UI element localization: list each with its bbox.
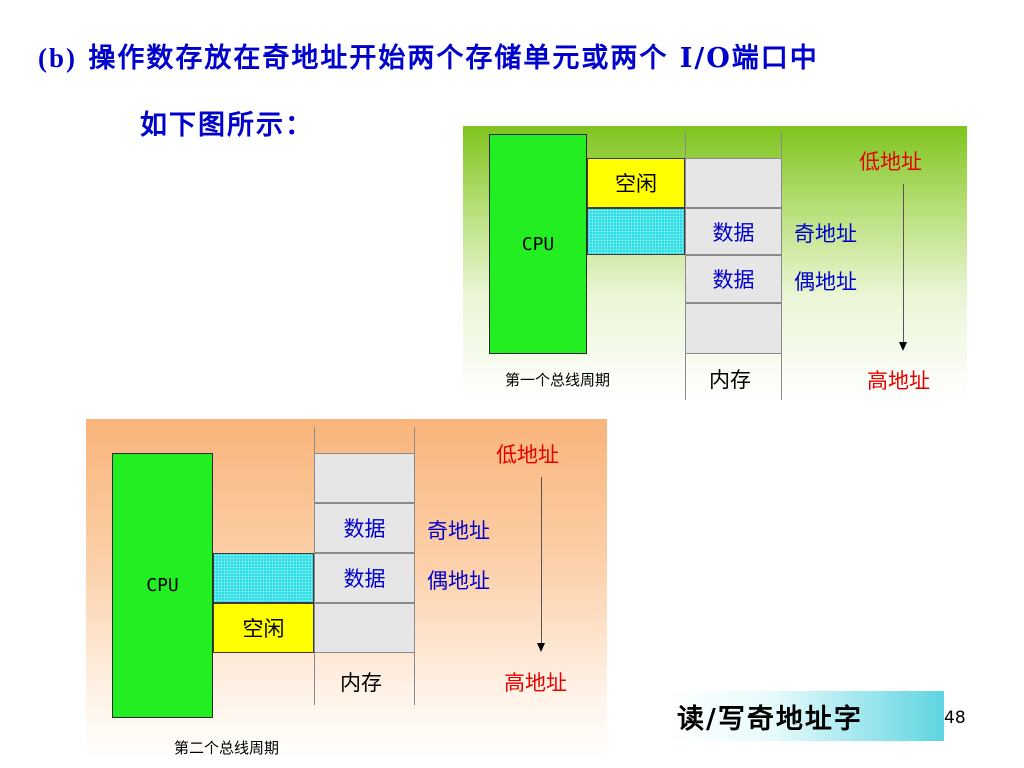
low-address-label: 低地址 xyxy=(496,443,559,467)
low-address-label: 低地址 xyxy=(859,150,922,174)
heading-lead: (b) xyxy=(38,43,77,73)
data-bus-odd xyxy=(587,208,685,255)
memory-label: 内存 xyxy=(340,671,382,695)
even-address-label: 偶地址 xyxy=(427,569,490,593)
odd-address-label: 奇地址 xyxy=(794,222,857,246)
even-address-label: 偶地址 xyxy=(794,270,857,294)
memory-cell-empty-top xyxy=(685,158,782,208)
high-address-label: 高地址 xyxy=(867,369,930,393)
address-direction-arrow-line xyxy=(903,184,904,344)
data-bus-odd xyxy=(213,553,314,603)
bus-cycle-caption: 第一个总线周期 xyxy=(505,371,611,389)
bus-cycle-caption: 第二个总线周期 xyxy=(174,739,280,757)
memory-label: 内存 xyxy=(709,368,751,392)
page-number: 48 xyxy=(944,708,966,728)
memory-cell-data-even: 数据 xyxy=(314,553,415,603)
down-arrow-icon xyxy=(899,342,907,351)
read-write-odd-word-label: 读/写奇地址字 xyxy=(677,703,863,735)
read-write-odd-word-box: 读/写奇地址字 xyxy=(663,691,944,741)
cpu-block: CPU xyxy=(489,134,587,354)
odd-address-label: 奇地址 xyxy=(427,519,490,543)
slide-heading: (b) 操作数存放在奇地址开始两个存储单元或两个 I/O端口中 xyxy=(38,36,819,75)
diagram-second-bus-cycle: CPU 空闲 数据 数据 低地址 奇地址 偶地址 高地址 内存 第二个总线周期 xyxy=(86,419,607,759)
memory-cell-data-even: 数据 xyxy=(685,255,782,303)
memory-cell-empty-bottom xyxy=(685,303,782,354)
heading-text: 操作数存放在奇地址开始两个存储单元或两个 I/O端口中 xyxy=(77,43,819,74)
memory-cell-empty-bottom xyxy=(314,603,415,653)
slide-subheading: 如下图所示： xyxy=(140,110,314,141)
idle-bus-half: 空闲 xyxy=(587,158,685,208)
memory-cell-data-odd: 数据 xyxy=(685,208,782,255)
high-address-label: 高地址 xyxy=(504,671,567,695)
memory-cell-empty-top xyxy=(314,453,415,503)
address-direction-arrow-line xyxy=(541,477,542,645)
down-arrow-icon xyxy=(537,643,545,652)
cpu-block: CPU xyxy=(112,453,213,718)
diagram-first-bus-cycle: CPU 空闲 数据 数据 低地址 奇地址 偶地址 高地址 内存 第一个总线周期 xyxy=(463,126,967,400)
idle-bus-half: 空闲 xyxy=(213,603,314,653)
memory-cell-data-odd: 数据 xyxy=(314,503,415,553)
